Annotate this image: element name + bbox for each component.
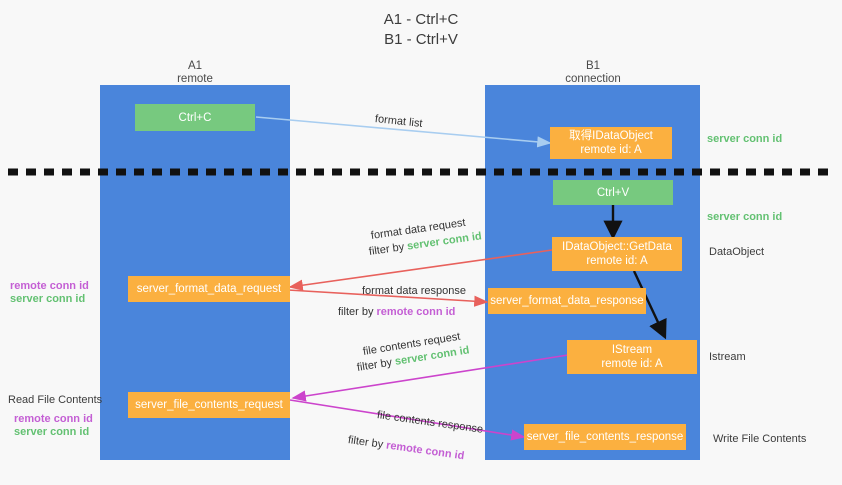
node-server-format-data-response[interactable]: server_format_data_response [488,288,646,314]
node-ctrl-c-label: Ctrl+C [178,111,212,124]
node-istream-line-1: IStream [611,344,653,356]
node-server-file-contents-request-label: server_file_contents_request [135,399,283,411]
node-idataobject-getdata[interactable]: IDataObject::GetData remote id: A [552,237,682,271]
edge-label-format-list: format list [374,113,424,130]
right-label-istream: Istream [709,351,746,363]
node-istream-line-2: remote id: A [601,358,663,370]
left-label-remote-conn-id-upper: remote conn id [10,280,89,292]
filter-prefix-4: filter by [347,434,384,451]
node-server-format-data-request-label: server_format_data_request [136,283,282,295]
node-server-format-data-request[interactable]: server_format_data_request [128,276,290,302]
column-header-a1-name: A1 [187,60,203,72]
left-label-read-file-contents: Read File Contents [8,394,103,406]
node-ctrl-c[interactable]: Ctrl+C [135,104,255,131]
diagram-title: A1 - Ctrl+C B1 - Ctrl+V [0,10,842,50]
node-server-file-contents-request[interactable]: server_file_contents_request [128,392,290,418]
right-label-write-file-contents: Write File Contents [713,433,807,445]
column-header-a1: A1 remote [115,60,275,86]
filter-prefix-2: filter by [338,306,374,318]
left-label-remote-conn-id-lower: remote conn id [14,413,93,425]
column-header-b1: B1 connection [513,60,673,86]
node-get-idataobject-line-1: 取得IDataObject [569,130,653,142]
node-get-idataobject-line-2: remote id: A [580,144,642,156]
left-label-server-conn-id-lower: server conn id [14,426,90,438]
edge-label-file-contents-response: file contents response [376,409,484,436]
node-ctrl-v-label: Ctrl+V [596,186,630,199]
right-label-server-conn-id-second: server conn id [707,211,783,223]
node-server-file-contents-response[interactable]: server_file_contents_response [524,424,686,450]
title-line-2: B1 - Ctrl+V [384,31,458,48]
node-idataobject-getdata-line-2: remote id: A [586,255,648,267]
node-get-idataobject[interactable]: 取得IDataObject remote id: A [550,127,672,159]
left-label-server-conn-id-upper: server conn id [10,293,86,305]
node-server-file-contents-response-label: server_file_contents_response [526,431,684,443]
edge-label-file-contents-response-filter: filter by remote conn id [347,433,465,463]
edge-label-format-data-response-filter: filter by remote conn id [338,305,455,319]
node-idataobject-getdata-line-1: IDataObject::GetData [562,241,672,253]
node-server-format-data-response-label: server_format_data_response [490,295,644,307]
column-header-b1-sub: connection [565,73,621,85]
title-line-1: A1 - Ctrl+C [383,11,459,28]
column-header-b1-name: B1 [585,60,601,72]
filter-value-remote-conn-id-2: remote conn id [385,439,466,463]
right-label-server-conn-id-top: server conn id [707,133,783,145]
node-ctrl-v[interactable]: Ctrl+V [553,180,673,205]
right-label-dataobject: DataObject [709,246,765,258]
node-istream[interactable]: IStream remote id: A [567,340,697,374]
column-header-a1-sub: remote [177,73,213,85]
filter-value-remote-conn-id-1: remote conn id [376,306,456,318]
edge-label-format-data-response: format data response [362,285,466,297]
filter-prefix-1: filter by [368,241,405,258]
filter-prefix-3: filter by [356,356,393,374]
